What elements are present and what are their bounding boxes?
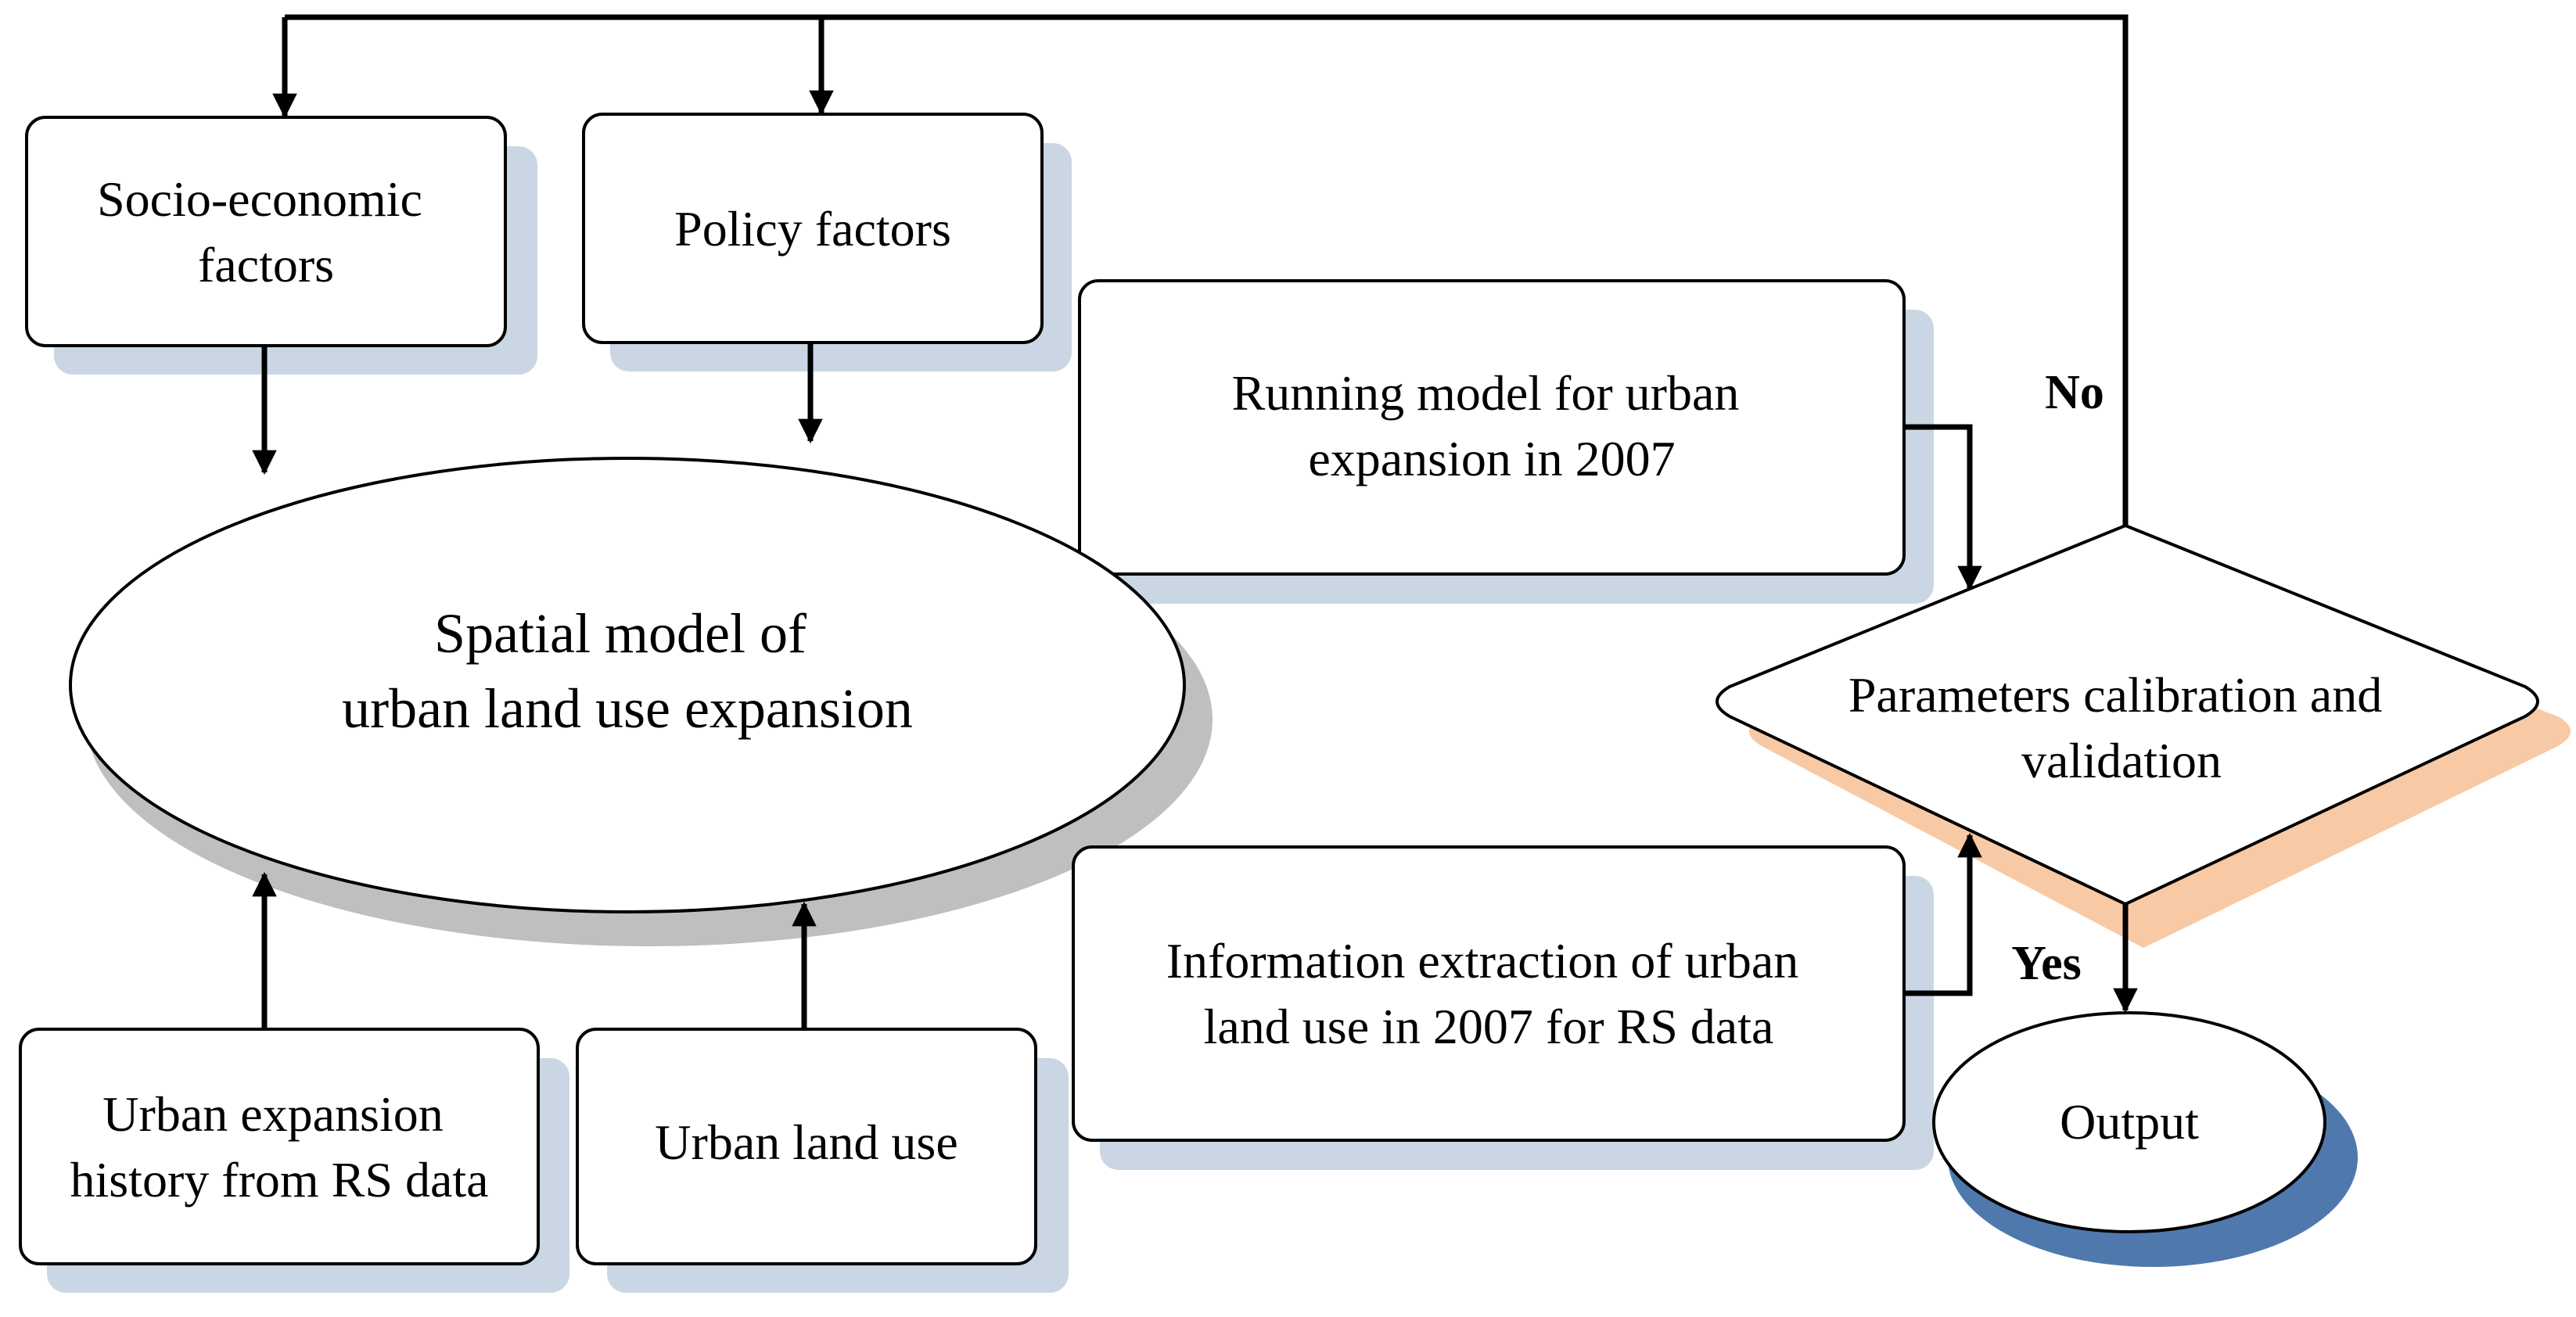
urban-land-use-line-1: Urban land use bbox=[655, 1114, 957, 1170]
urban-history-text: Urban expansion history from RS data bbox=[70, 1086, 488, 1208]
urban-history-line-2: history from RS data bbox=[70, 1152, 488, 1208]
running-model-text: Running model for urban expansion in 200… bbox=[1232, 365, 1752, 486]
policy-line-1: Policy factors bbox=[674, 201, 951, 257]
urban-history-box bbox=[19, 1028, 540, 1265]
output-line-1: Output bbox=[2060, 1094, 2199, 1150]
arrow-information-extraction-to-parameters bbox=[1904, 832, 1982, 996]
running-model-line-2: expansion in 2007 bbox=[1308, 431, 1675, 486]
output-text: Output bbox=[2060, 1094, 2199, 1150]
urban-history-line-1: Urban expansion bbox=[102, 1086, 443, 1142]
information-extraction-line-2: land use in 2007 for RS data bbox=[1204, 999, 1774, 1054]
running-model-line-1: Running model for urban bbox=[1232, 365, 1740, 421]
information-extraction-box bbox=[1072, 845, 1906, 1142]
socio-economic-box bbox=[25, 116, 507, 347]
yes-label: Yes bbox=[2011, 937, 2082, 990]
spatial-model-line-1: Spatial model of bbox=[434, 602, 807, 665]
parameters-line-1: Parameters calibration and bbox=[1848, 667, 2382, 723]
spatial-model-ellipse bbox=[69, 457, 1186, 913]
policy-text: Policy factors bbox=[674, 201, 951, 257]
connectors bbox=[252, 14, 2138, 1029]
spatial-model-text: Spatial model of urban land use expansio… bbox=[342, 602, 913, 740]
feedback-line bbox=[285, 14, 2129, 526]
labels: Socio-economic factors Policy factors Ru… bbox=[70, 171, 2395, 1208]
parameters-text: Parameters calibration and validation bbox=[1848, 667, 2395, 788]
information-extraction-text: Information extraction of urban land use… bbox=[1166, 933, 1812, 1054]
shapes bbox=[19, 113, 2539, 1265]
running-model-box bbox=[1078, 279, 1906, 576]
parameters-line-2: validation bbox=[2021, 733, 2222, 788]
urban-land-use-text: Urban land use bbox=[655, 1114, 957, 1170]
arrow-running-model-to-parameters bbox=[1904, 424, 1982, 591]
no-label: No bbox=[2045, 366, 2104, 419]
socio-economic-line-2: factors bbox=[198, 237, 334, 292]
information-extraction-line-1: Information extraction of urban bbox=[1166, 933, 1799, 989]
socio-economic-line-1: Socio-economic bbox=[97, 171, 422, 227]
socio-economic-text: Socio-economic factors bbox=[97, 171, 435, 292]
spatial-model-line-2: urban land use expansion bbox=[342, 677, 913, 740]
